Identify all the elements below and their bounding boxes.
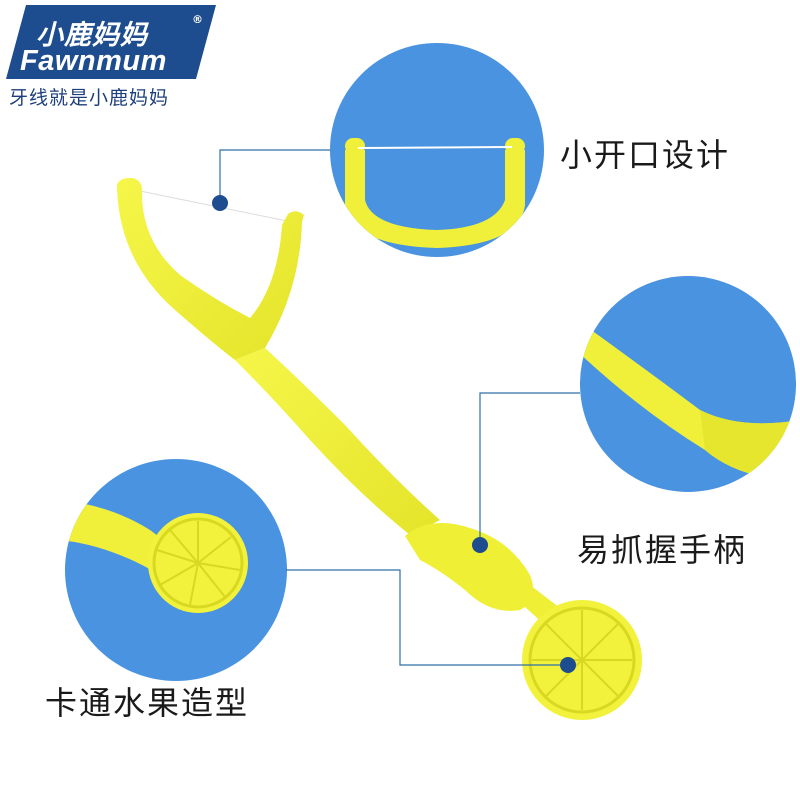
brand-name-cn: 小鹿妈妈	[36, 20, 148, 51]
handle-grip-closeup	[580, 276, 796, 492]
brand-logo: 小鹿妈妈 ® Fawnmum	[6, 5, 216, 79]
pointer-handle	[479, 392, 580, 545]
registered-mark: ®	[192, 13, 203, 26]
feature-label-easy-grip-handle: 易抓握手柄	[577, 531, 748, 569]
brand-slogan: 牙线就是小鹿妈妈	[9, 87, 170, 109]
pointer-fruit	[286, 569, 568, 666]
pointer-dot-fruit	[560, 657, 576, 673]
feature-label-cartoon-fruit-shape: 卡通水果造型	[45, 684, 250, 722]
feature-label-small-opening: 小开口设计	[560, 136, 731, 174]
brand-name-en: Fawnmum	[20, 45, 167, 77]
pointer-dot-handle	[472, 537, 488, 553]
pointer-floss	[219, 149, 330, 203]
floss-head-closeup	[330, 43, 544, 257]
floss-pick	[117, 178, 642, 720]
pointer-dot-floss	[212, 195, 228, 211]
fruit-slice-closeup	[65, 459, 287, 681]
